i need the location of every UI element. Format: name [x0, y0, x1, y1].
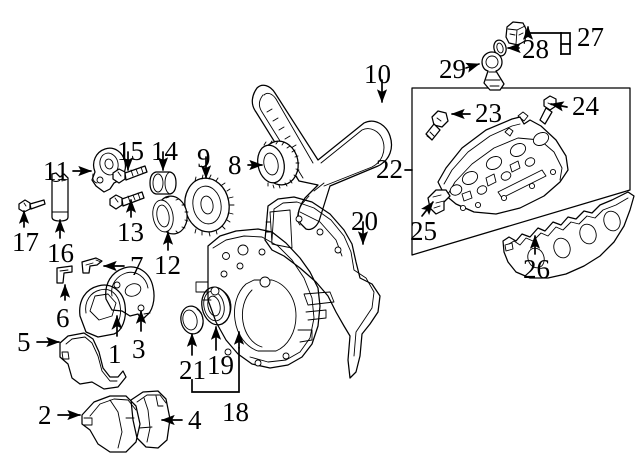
callout-label-7[interactable]: 7 — [130, 251, 144, 281]
bracket-clip-small-part — [56, 265, 73, 284]
spacer-bushing-part — [149, 171, 177, 195]
bracket-clip-retainer-part — [81, 257, 103, 274]
callout-label-14[interactable]: 14 — [151, 136, 178, 166]
callout-label-19[interactable]: 19 — [207, 350, 234, 380]
callout-label-2[interactable]: 2 — [38, 400, 52, 430]
callout-label-22[interactable]: 22 — [376, 154, 403, 184]
callout-label-3[interactable]: 3 — [132, 334, 146, 364]
callout-label-28[interactable]: 28 — [522, 34, 549, 64]
callout-label-13[interactable]: 13 — [117, 217, 144, 247]
callout-label-27[interactable]: 27 — [577, 22, 604, 52]
oil-filler-cap-seal-part — [493, 39, 507, 57]
valve-cover-gasket-part — [502, 191, 635, 279]
bolt-small-flange-part — [18, 199, 46, 213]
valve-cover-part — [437, 111, 569, 215]
callout-label-18[interactable]: 18 — [222, 397, 249, 427]
valve-cover-bracket-clip-part — [427, 189, 451, 215]
bolt-tensioner-long-part — [109, 191, 145, 210]
callout-label-5[interactable]: 5 — [17, 327, 31, 357]
bolt-valve-cover-long-part — [425, 110, 449, 141]
engine-front-cover-block — [195, 228, 335, 369]
callout-label-11[interactable]: 11 — [43, 156, 69, 186]
callout-label-12[interactable]: 12 — [154, 250, 181, 280]
callout-label-29[interactable]: 29 — [439, 54, 466, 84]
crankshaft-sprocket-part — [184, 174, 235, 237]
callout-label-15[interactable]: 15 — [117, 136, 144, 166]
valve-cover-group-box — [411, 87, 631, 256]
callout-label-23[interactable]: 23 — [475, 98, 502, 128]
callout-label-8[interactable]: 8 — [228, 150, 242, 180]
camshaft-front-oil-seal-part — [180, 305, 204, 335]
timing-belt-cover-outer-left-part — [59, 332, 127, 390]
idler-pulley-ribbed-part — [152, 195, 189, 237]
oil-filler-cap-part — [505, 21, 527, 46]
timing-belt-cover-lower-left-part — [81, 395, 141, 453]
crankshaft-front-oil-seal-part — [201, 286, 232, 326]
timing-belt-rear-cover-right-part — [264, 196, 381, 379]
timing-belt-cover-lower-right-part — [130, 390, 171, 449]
callout-label-16[interactable]: 16 — [47, 238, 74, 268]
callout-label-4[interactable]: 4 — [188, 405, 202, 435]
bolt-idler-pulley-part — [112, 165, 148, 184]
callout-label-1[interactable]: 1 — [108, 339, 122, 369]
callout-label-26[interactable]: 26 — [523, 254, 550, 284]
callout-label-25[interactable]: 25 — [410, 216, 437, 246]
callout-label-10[interactable]: 10 — [364, 59, 391, 89]
callout-label-24[interactable]: 24 — [572, 91, 599, 121]
callout-label-6[interactable]: 6 — [56, 303, 70, 333]
callout-label-9[interactable]: 9 — [197, 143, 211, 173]
callout-label-21[interactable]: 21 — [179, 355, 206, 385]
bolt-valve-cover-short-part — [539, 95, 557, 125]
callout-arrows — [18, 26, 571, 426]
camshaft-position-sensor-part — [481, 51, 505, 91]
callout-label-17[interactable]: 17 — [12, 227, 39, 257]
callout-label-20[interactable]: 20 — [351, 206, 378, 236]
